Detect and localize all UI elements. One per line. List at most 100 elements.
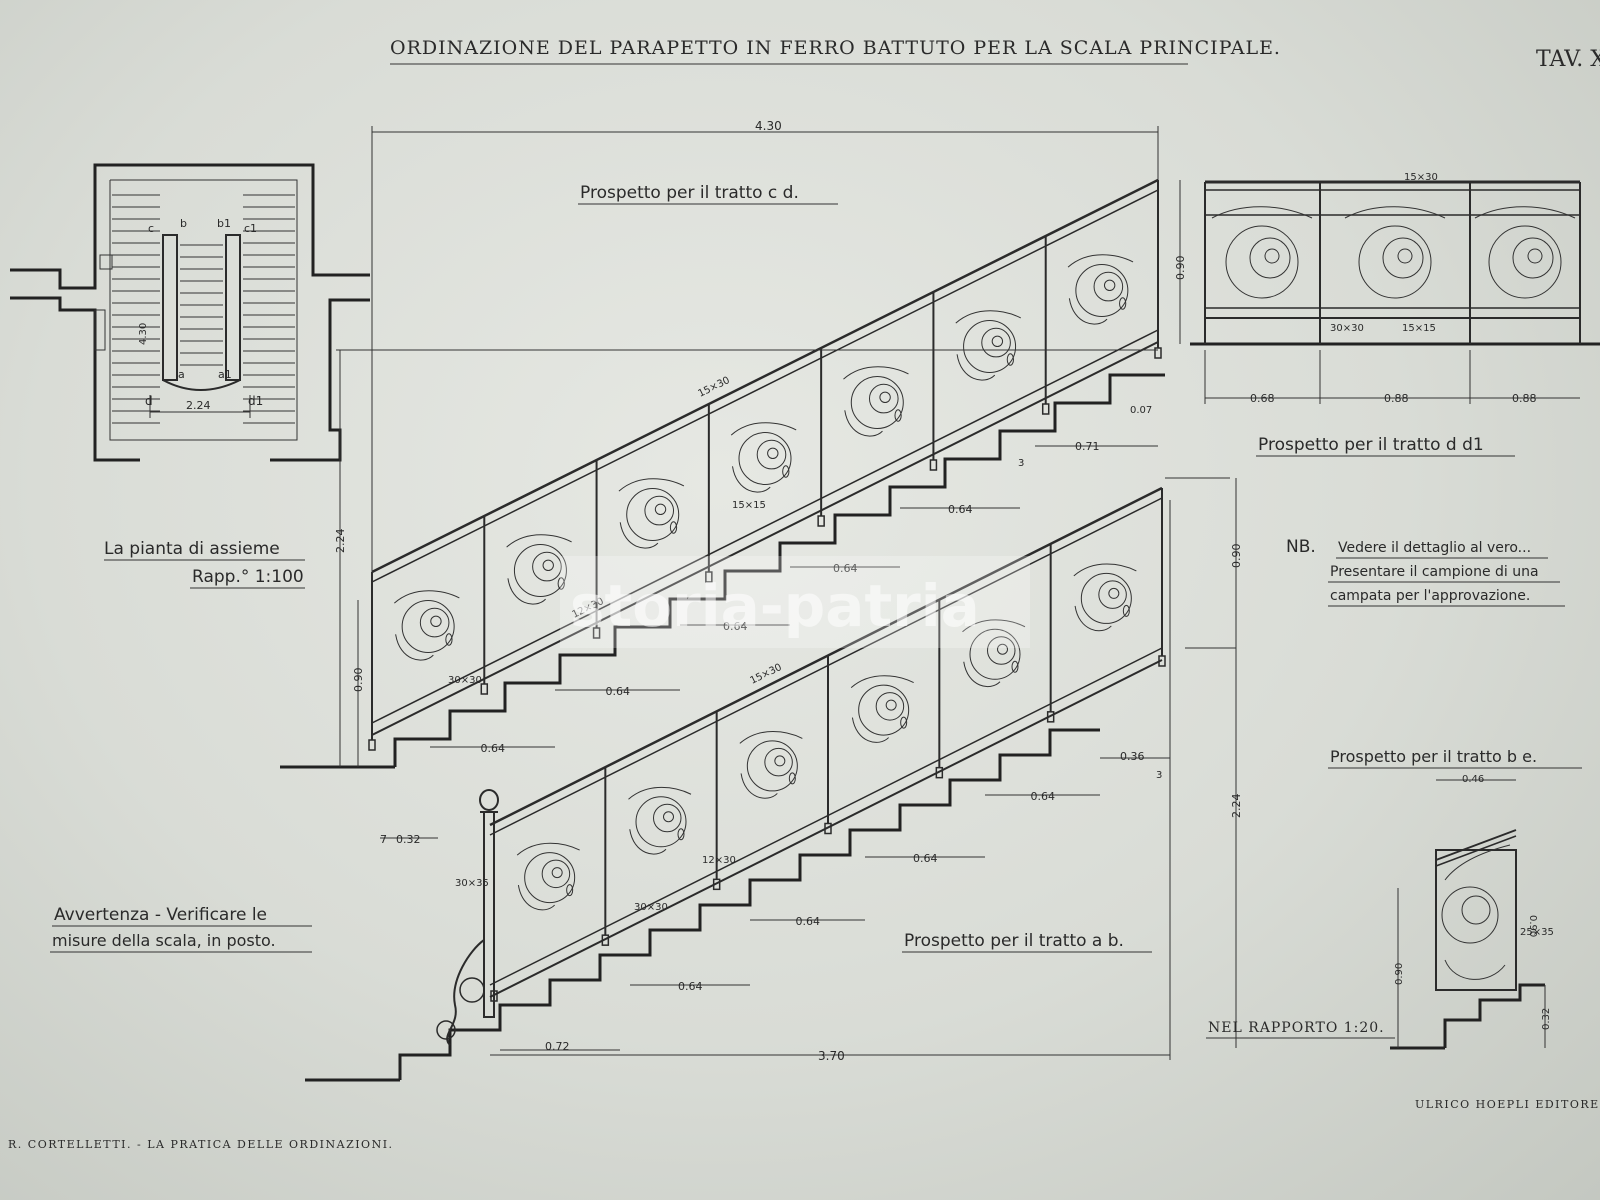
scroll-curl (740, 773, 778, 799)
scroll-ornament (663, 811, 674, 823)
railing-post-base (712, 878, 721, 891)
scroll-ornament (644, 495, 675, 526)
section-s5: 15×30 (748, 662, 783, 687)
dim-be-base: 0.32 (1541, 1008, 1552, 1030)
scroll-ornament (875, 692, 905, 721)
nb-line-3: campata per l'approvazione. (1330, 588, 1530, 604)
view-caption-ab: Prospetto per il tratto a b. (904, 931, 1124, 951)
bell-flower (788, 772, 796, 785)
bell-flower (566, 884, 574, 897)
dim-end-ab: 0.36 (1120, 750, 1145, 763)
scroll-ornament (879, 391, 891, 403)
railing-post-base (824, 822, 832, 835)
dim-railing-left: 0.90 (352, 668, 365, 693)
bell-flower (894, 409, 902, 422)
scroll-curl (851, 717, 890, 743)
plate-number: TAV. XX (1536, 47, 1600, 72)
section-s9: 15×30 (1404, 172, 1438, 183)
leaf-garland (843, 366, 909, 380)
plan-letter-c: c (148, 222, 154, 235)
scroll-ornament (885, 699, 897, 711)
railing-post-base (1046, 711, 1055, 723)
scroll-ornament (626, 488, 680, 541)
scroll-ornament (1225, 225, 1299, 299)
scroll-ornament (1098, 580, 1127, 609)
watermark-box (560, 556, 1030, 648)
scroll-ornament (981, 327, 1011, 358)
nb-line-1: Vedere il dettaglio al vero... (1338, 540, 1531, 556)
railing-post-base (1154, 347, 1162, 359)
scroll-ornament (1249, 237, 1291, 279)
bell-flower (557, 577, 565, 590)
scroll-ornament (513, 544, 567, 597)
dim-right-height: 2.24 (1230, 794, 1243, 819)
scroll-ornament (1461, 895, 1491, 925)
scroll-ornament (541, 859, 571, 889)
section-s7: 30×35 (455, 878, 489, 889)
plan-letter-a1: a1 (218, 368, 232, 381)
plan-letter-c1: c1 (244, 222, 257, 235)
step-dim-cd: 0.64 (948, 503, 973, 516)
scroll-ornament (1108, 587, 1120, 599)
step-dim-ab: 0.64 (678, 980, 703, 993)
leaf-garland (1444, 844, 1511, 881)
sheet-title: ORDINAZIONE DEL PARAPETTO IN FERRO BATTU… (390, 37, 1281, 59)
dim-three-a: 3 (1018, 458, 1024, 469)
plan-caption-2: Rapp.° 1:100 (192, 567, 304, 587)
leaf-garland (1073, 563, 1137, 577)
railing-post-base (480, 683, 489, 695)
dimension-lines (336, 126, 1580, 1060)
scroll-curl (629, 829, 667, 855)
stair-ab (305, 486, 1166, 1082)
scroll-ornament (1382, 237, 1424, 279)
elevation-dd (1190, 180, 1600, 346)
leaf-garland (516, 842, 580, 856)
scroll-ornament (858, 684, 910, 736)
scroll-ornament (551, 867, 563, 879)
scroll-ornament (1441, 886, 1499, 944)
scroll-ornament (532, 551, 562, 582)
section-s10: 30×30 (1330, 323, 1364, 334)
scroll-ornament (774, 755, 786, 767)
scroll-ornament (419, 607, 450, 638)
leaf-garland (506, 534, 572, 548)
warning-line-1: Avvertenza - Verificare le (54, 905, 267, 925)
scroll-ornament (1358, 225, 1432, 299)
section-s3: 30×30 (448, 675, 482, 686)
railing-post-base (368, 739, 376, 751)
scroll-ornament (987, 636, 1016, 665)
dim-dd-bay-1: 0.68 (1250, 392, 1275, 405)
scroll-curl (963, 661, 1001, 687)
scroll-curl (1444, 959, 1506, 980)
leaf-garland (955, 310, 1021, 324)
plan-letter-d: d (145, 394, 153, 408)
scroll-ornament (738, 432, 792, 485)
scroll-curl (507, 578, 546, 605)
scroll-ornament (1527, 248, 1543, 264)
bell-flower (677, 828, 685, 841)
leaf-garland (1067, 254, 1134, 268)
dim-railing-dd: 0.90 (1174, 256, 1187, 281)
scroll-ornament (1093, 271, 1124, 302)
scroll-curl (619, 522, 659, 549)
scroll-ornament (1103, 279, 1116, 291)
plan-width-dim: 2.24 (186, 399, 211, 412)
leaf-garland (739, 731, 803, 744)
footer-left: R. CORTELLETTI. - LA PRATICA DELLE ORDIN… (8, 1138, 394, 1151)
elevation-be (1390, 829, 1545, 1050)
bell-flower (1119, 297, 1127, 310)
scroll-ornament (1397, 248, 1413, 264)
scroll-ornament (746, 740, 798, 792)
scroll-ornament (850, 376, 904, 429)
scroll-ornament (963, 320, 1017, 373)
scroll-ornament (1488, 225, 1562, 299)
leaf-garland (1211, 206, 1313, 219)
scroll-ornament (1264, 248, 1280, 264)
bell-flower (1006, 353, 1014, 366)
scroll-curl (517, 885, 556, 911)
scroll-ornament (524, 852, 576, 904)
scroll-curl (1068, 298, 1108, 325)
bell-flower (1122, 604, 1130, 617)
leaf-garland (850, 675, 914, 688)
